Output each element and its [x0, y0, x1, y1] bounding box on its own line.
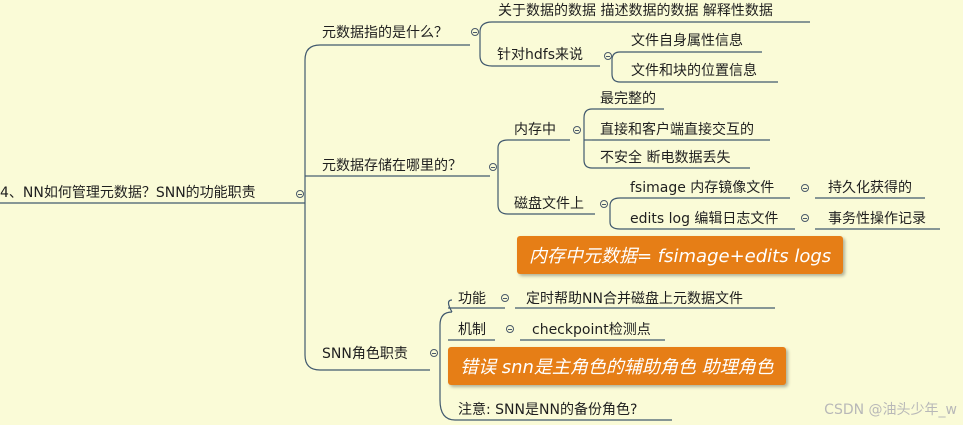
- edits-log-note[interactable]: 事务性操作记录: [828, 211, 926, 227]
- metadata-formula-callout[interactable]: 内存中元数据= fsimage+edits logs: [517, 236, 844, 274]
- collapse-toggle-icon[interactable]: [600, 200, 608, 208]
- branch-snn-role[interactable]: SNN角色职责: [322, 346, 408, 362]
- mechanism-detail[interactable]: checkpoint检测点: [532, 322, 651, 338]
- metadata-description[interactable]: 关于数据的数据 描述数据的数据 解释性数据: [498, 3, 773, 19]
- function-node[interactable]: 功能: [458, 291, 486, 307]
- mechanism-node[interactable]: 机制: [458, 322, 486, 338]
- collapse-toggle-icon[interactable]: [573, 126, 581, 134]
- memory-item-client-interaction[interactable]: 直接和客户端直接交互的: [600, 122, 754, 138]
- memory-node[interactable]: 内存中: [514, 122, 556, 138]
- fsimage-node[interactable]: fsimage 内存镜像文件: [630, 180, 775, 196]
- collapse-toggle-icon[interactable]: [501, 294, 509, 302]
- watermark: CSDN @油头少年_w: [824, 402, 957, 418]
- collapse-toggle-icon[interactable]: [471, 28, 479, 36]
- snn-error-callout[interactable]: 错误 snn是主角色的辅助角色 助理角色: [448, 347, 786, 385]
- disk-file-node[interactable]: 磁盘文件上: [514, 196, 584, 212]
- collapse-toggle-icon[interactable]: [801, 184, 809, 192]
- collapse-toggle-icon[interactable]: [801, 214, 809, 222]
- root-topic[interactable]: 4、NN如何管理元数据？SNN的功能职责: [0, 185, 256, 201]
- snn-note-node[interactable]: 注意: SNN是NN的备份角色?: [458, 402, 638, 418]
- collapse-toggle-icon[interactable]: [506, 325, 514, 333]
- branch-metadata-storage[interactable]: 元数据存储在哪里的？: [322, 158, 462, 174]
- function-detail[interactable]: 定时帮助NN合并磁盘上元数据文件: [526, 291, 743, 307]
- branch-metadata-definition[interactable]: 元数据指的是什么？: [322, 25, 448, 41]
- memory-item-complete[interactable]: 最完整的: [600, 91, 656, 107]
- collapse-toggle-icon[interactable]: [430, 349, 438, 357]
- collapse-toggle-icon[interactable]: [296, 190, 304, 198]
- memory-item-unsafe[interactable]: 不安全 断电数据丢失: [600, 150, 731, 166]
- fsimage-note[interactable]: 持久化获得的: [828, 180, 912, 196]
- collapse-toggle-icon[interactable]: [489, 163, 497, 171]
- edits-log-node[interactable]: edits log 编辑日志文件: [630, 211, 779, 227]
- file-attributes-node[interactable]: 文件自身属性信息: [631, 33, 743, 49]
- collapse-toggle-icon[interactable]: [604, 52, 612, 60]
- hdfs-node[interactable]: 针对hdfs来说: [497, 47, 583, 63]
- file-block-location-node[interactable]: 文件和块的位置信息: [631, 63, 757, 79]
